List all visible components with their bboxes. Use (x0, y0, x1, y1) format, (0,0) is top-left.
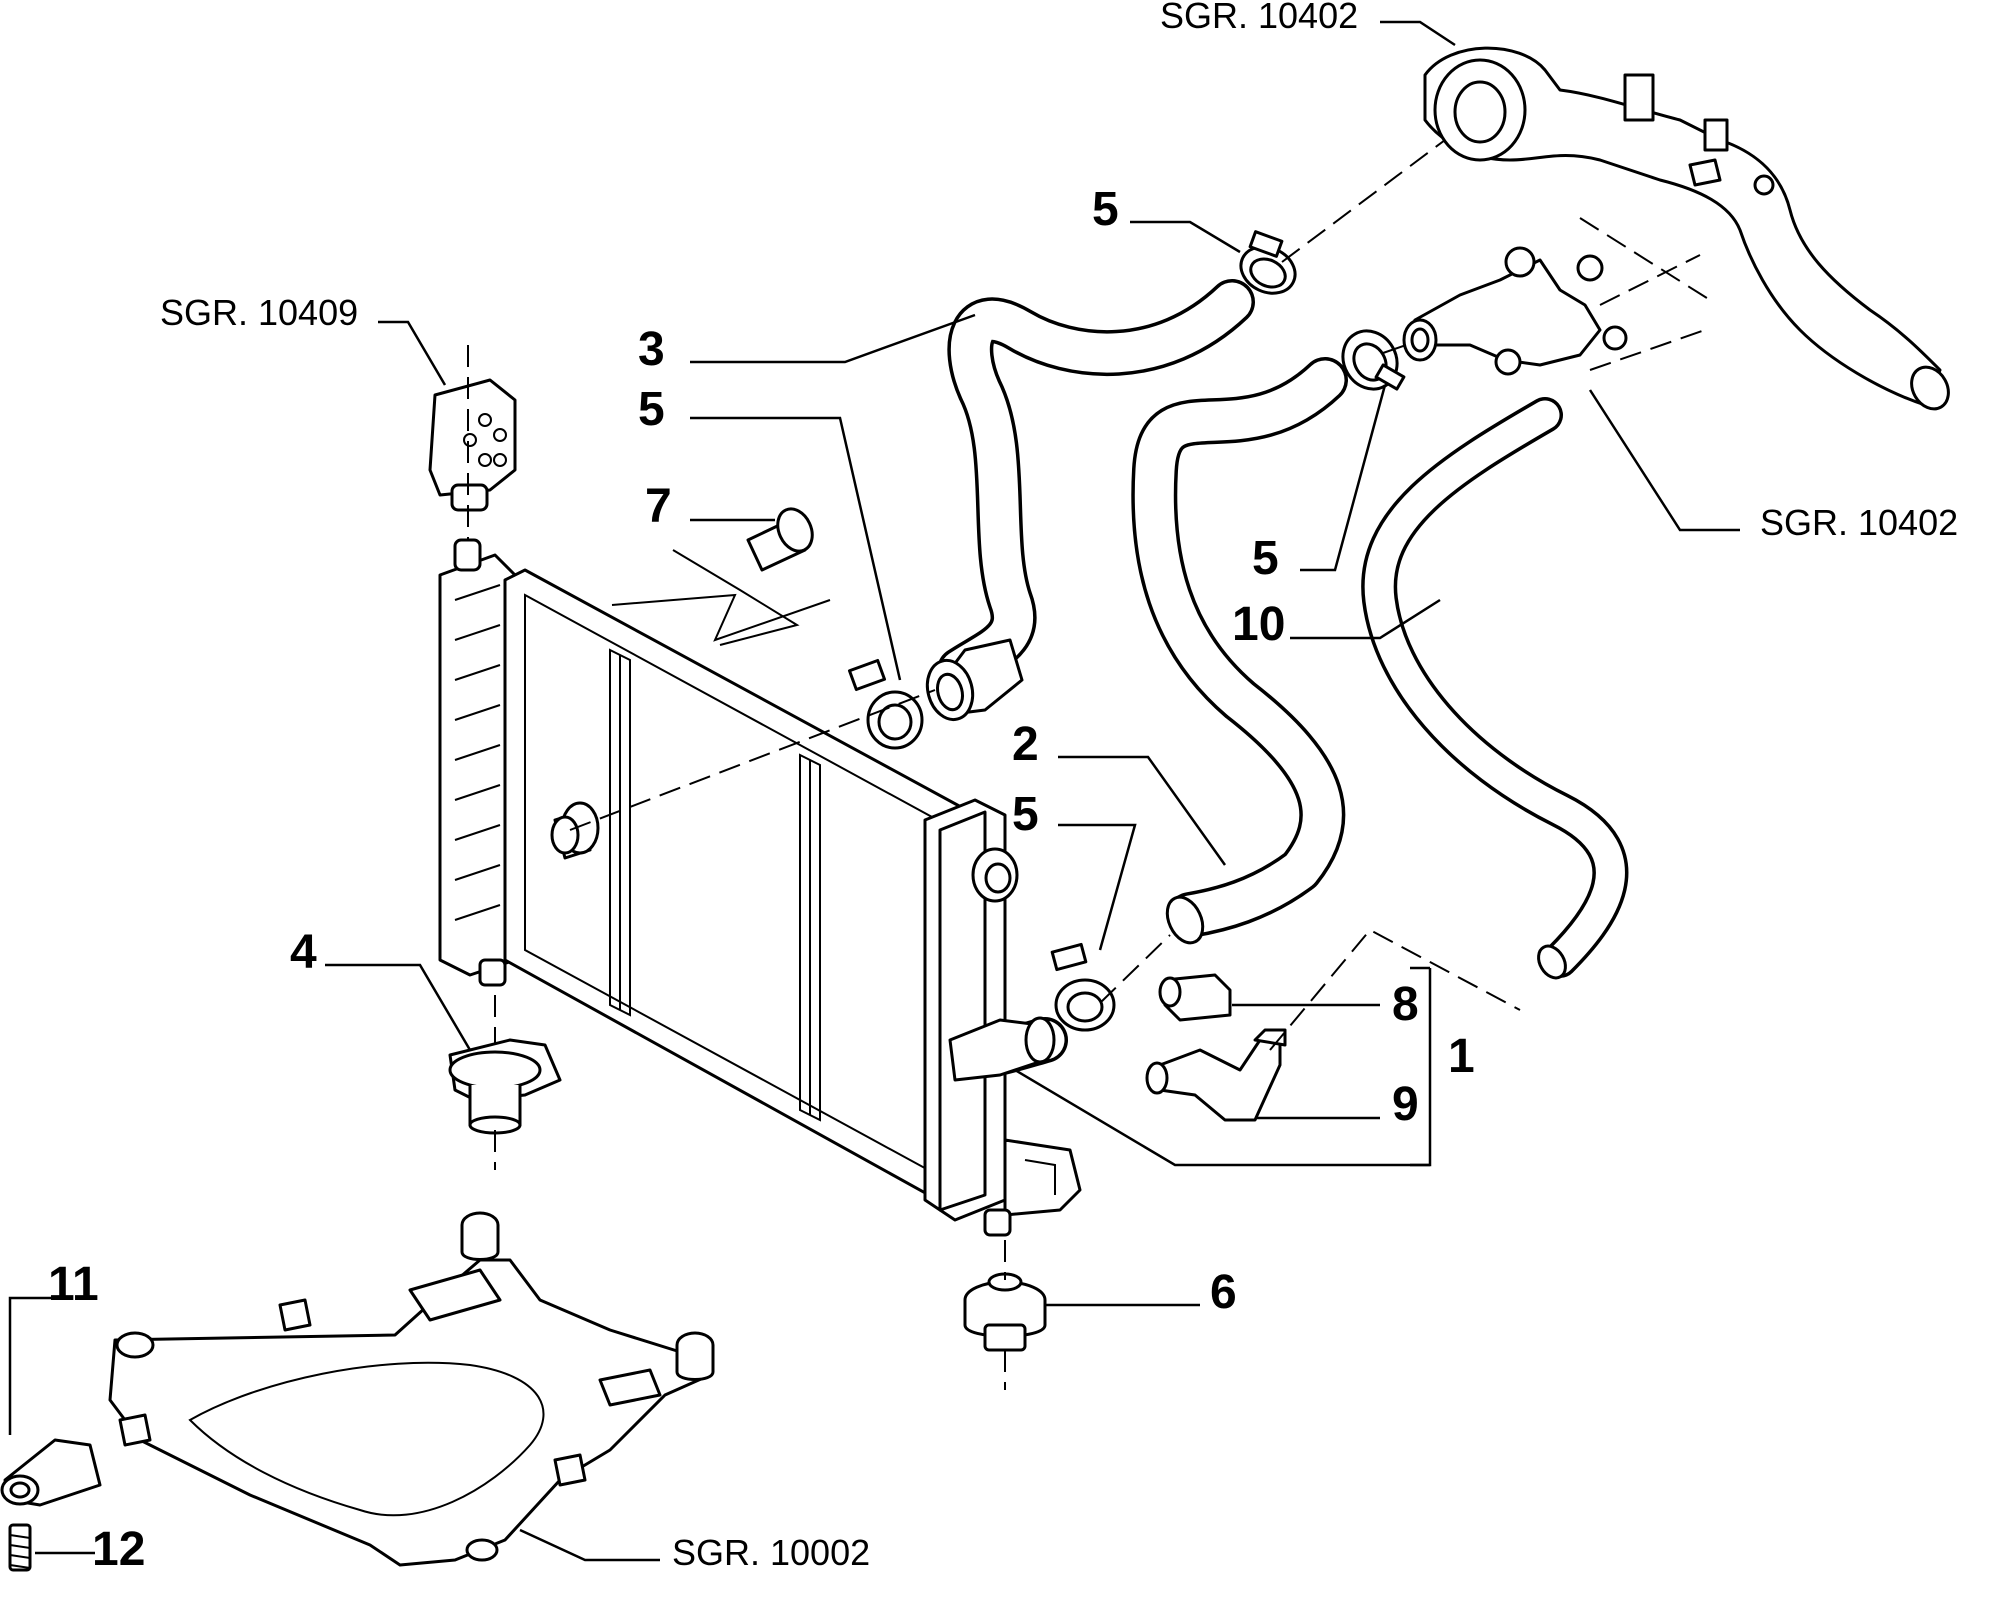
label-4: 4 (290, 926, 317, 979)
sensor-8 (1158, 973, 1232, 1022)
label-12: 12 (92, 1523, 145, 1576)
dashed-assembly-lines (467, 139, 1711, 1390)
hose-3 (937, 279, 1255, 693)
label-sgr-10409: SGR. 10409 (160, 292, 358, 333)
label-10: 10 (1232, 598, 1285, 651)
label-5-top: 5 (1092, 183, 1119, 236)
break-line (611, 549, 831, 646)
clamp-5-top (1239, 230, 1297, 295)
clamp-5-thermostat (1341, 329, 1406, 391)
label-5-radiator: 5 (1012, 788, 1039, 841)
label-7: 7 (645, 480, 672, 533)
label-5-thermostat: 5 (1252, 532, 1279, 585)
subframe (108, 1211, 715, 1567)
hose-10 (1361, 397, 1629, 980)
label-2: 2 (1012, 718, 1039, 771)
bracket-11 (0, 1438, 102, 1507)
label-3: 3 (638, 323, 665, 376)
label-9: 9 (1392, 1078, 1419, 1131)
plug-7 (746, 507, 814, 572)
radiator (438, 538, 1082, 1237)
fan-sensor (428, 378, 517, 512)
clamp-5-radiator-outlet (1050, 942, 1116, 1032)
label-sgr-10402-right: SGR. 10402 (1760, 502, 1958, 543)
label-6: 6 (1210, 1266, 1237, 1319)
water-pipe-assembly (1423, 46, 1950, 411)
label-8: 8 (1392, 978, 1419, 1031)
label-sgr-10002: SGR. 10002 (672, 1532, 870, 1573)
label-5-hose3: 5 (638, 383, 665, 436)
sensor-9 (1145, 1028, 1287, 1122)
clamp-5-radiator-inlet (847, 638, 1024, 750)
label-1: 1 (1448, 1030, 1475, 1083)
mount-6 (963, 1272, 1047, 1352)
label-sgr-10402-top: SGR. 10402 (1160, 0, 1358, 36)
leader-lines (8, 20, 1740, 1562)
hose-2 (1131, 357, 1348, 945)
label-11: 11 (48, 1258, 99, 1311)
thermostat-housing (1402, 246, 1628, 376)
mount-4 (448, 1038, 562, 1135)
bolt-12 (8, 1523, 32, 1572)
